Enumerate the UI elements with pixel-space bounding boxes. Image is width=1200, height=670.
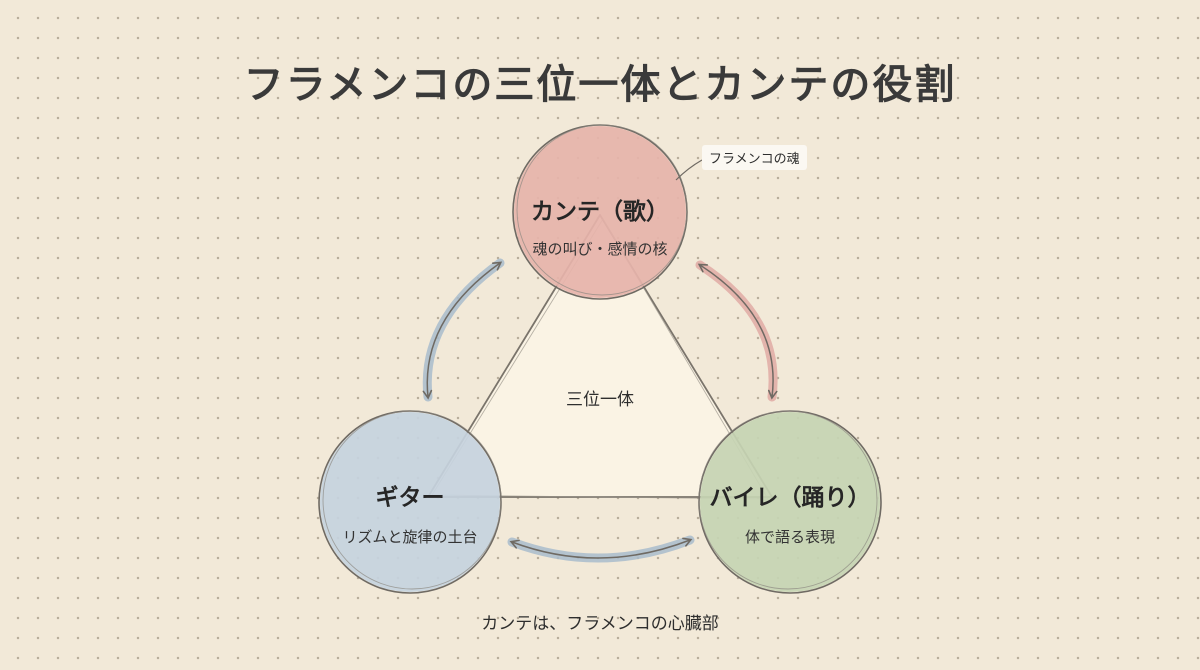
- callout-label: フラメンコの魂: [702, 145, 807, 170]
- guitar-name: ギター: [375, 485, 445, 511]
- page-title: フラメンコの三位一体とカンテの役割: [243, 62, 957, 108]
- guitar-description: リズムと旋律の土台: [342, 528, 478, 546]
- guitar-cante-arrow: [422, 258, 505, 402]
- cante-name: カンテ（歌）: [531, 199, 669, 225]
- footnote: カンテは、フラメンコの心臓部: [481, 614, 719, 634]
- baile-name: バイレ（踊り）: [709, 485, 871, 511]
- callout-leader-line: [675, 159, 703, 181]
- guitar-baile-arrow: [507, 535, 695, 563]
- cante-description: 魂の叫び・感情の核: [532, 240, 668, 258]
- baile-description: 体で語る表現: [744, 528, 835, 546]
- guitar-node: ギター リズムと旋律の土台: [300, 478, 520, 547]
- cante-circle: [512, 124, 688, 300]
- guitar-circle: [318, 410, 502, 594]
- baile-node: バイレ（踊り） 体で語る表現: [680, 478, 900, 547]
- cante-baile-arrow: [695, 260, 778, 402]
- center-label: 三位一体: [566, 390, 634, 410]
- cante-node: カンテ（歌） 魂の叫び・感情の核: [490, 192, 710, 259]
- baile-circle: [698, 410, 882, 594]
